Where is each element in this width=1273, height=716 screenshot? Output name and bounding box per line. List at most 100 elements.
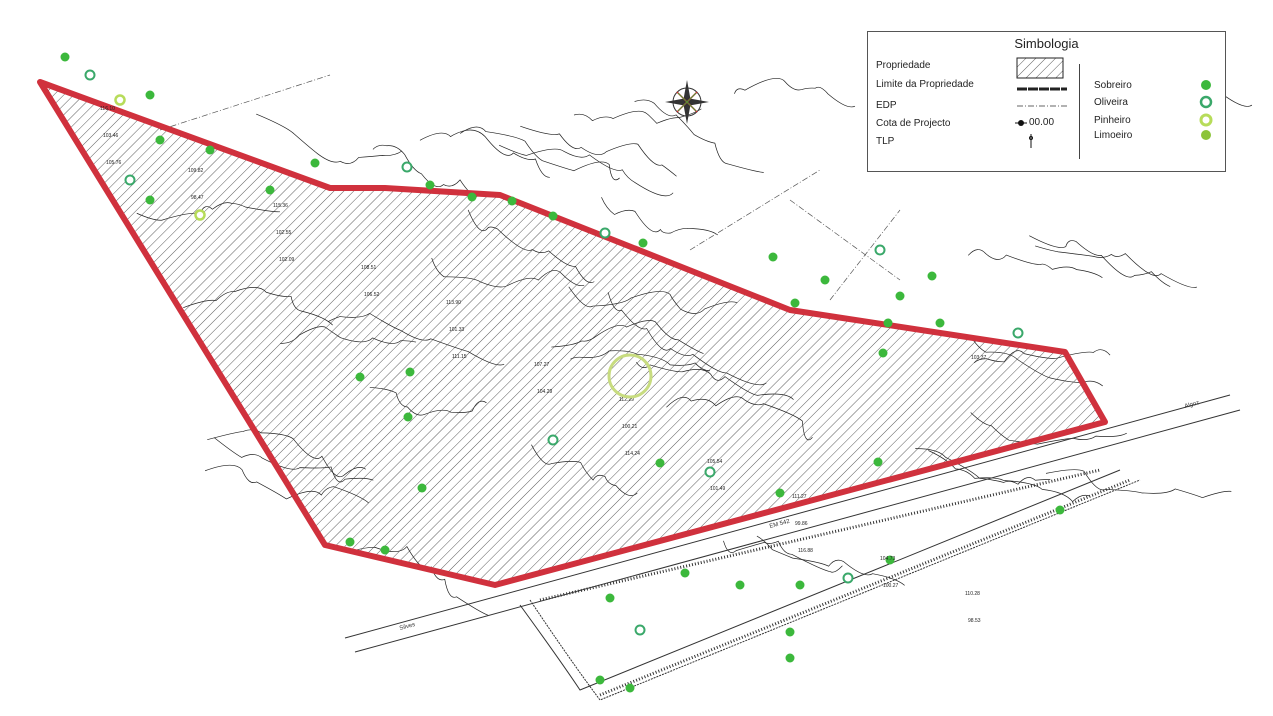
contour-line (734, 77, 856, 108)
tree-icon (638, 238, 648, 248)
north-arrow-icon (665, 80, 709, 124)
tree-icon (655, 458, 665, 468)
tree-icon (883, 318, 893, 328)
tree-icon (878, 348, 888, 358)
legend-cota: Cota de Projecto (876, 118, 951, 129)
tree-icon (84, 69, 96, 81)
elevation-label: 111.15 (452, 354, 467, 360)
elevation-label: 103.46 (103, 133, 119, 139)
legend-limite: Limite da Propriedade (876, 79, 974, 90)
legend-limoeiro: Limoeiro (1094, 130, 1133, 141)
tree-icon (401, 161, 413, 173)
tlp-pole-icon (1029, 134, 1033, 148)
elevation-label: 111.27 (792, 494, 807, 500)
contour-line (968, 249, 1103, 279)
tree-icon (704, 466, 716, 478)
elevation-label: 100.27 (883, 583, 899, 589)
elevation-label: 110.28 (965, 591, 980, 597)
elevation-label: 98.53 (968, 618, 981, 624)
contour-line (1045, 469, 1232, 499)
tree-icon (768, 252, 778, 262)
elevation-label: 104.29 (537, 389, 553, 395)
tree-icon (417, 483, 427, 493)
elevation-label: 108.51 (361, 265, 377, 271)
legend-propriedade: Propriedade (876, 60, 931, 71)
elevation-label: 103.37 (971, 355, 987, 361)
legend-cota-value: 00.00 (1029, 117, 1055, 128)
tree-icon (1012, 327, 1024, 339)
legend-edp: EDP (876, 100, 897, 111)
elevation-label: 115.36 (273, 203, 288, 209)
elevation-label: 116.88 (798, 548, 813, 554)
tree-icon (60, 52, 70, 62)
tree-icon (680, 568, 690, 578)
contour-line (573, 108, 702, 124)
tree-icon (785, 627, 795, 637)
tree-icon (634, 624, 646, 636)
tree-icon (355, 372, 365, 382)
elevation-label: 116.10 (100, 106, 115, 112)
elevation-label: 100.21 (622, 424, 638, 430)
contour-line (756, 535, 905, 586)
elevation-label: 106.52 (364, 292, 380, 298)
elevation-marker-icon (1015, 120, 1027, 126)
contour-line (459, 126, 620, 181)
tree-icon (735, 580, 745, 590)
tree-icon (507, 196, 517, 206)
road-code-label: EM 542 (769, 519, 791, 530)
tree-icon (194, 209, 206, 221)
tree-icon (145, 195, 155, 205)
tree-icon (467, 192, 477, 202)
tree-icon (547, 434, 559, 446)
legend-pinheiro: Pinheiro (1094, 115, 1131, 126)
legend-tlp: TLP (876, 136, 895, 147)
contour-line (601, 197, 719, 236)
pinheiro-tree-large (607, 353, 653, 399)
trees (60, 52, 1065, 693)
legend-tree-symbols (1199, 80, 1213, 140)
tree-icon (625, 683, 635, 693)
contour-line (723, 540, 843, 573)
tree-icon (205, 145, 215, 155)
tree-icon (795, 580, 805, 590)
oliveira-icon (1199, 95, 1213, 109)
tree-icon (605, 593, 615, 603)
tree-icon (874, 244, 886, 256)
legend-oliveira: Oliveira (1094, 97, 1128, 108)
elevation-label: 105.76 (106, 160, 122, 166)
elevation-label: 101.49 (710, 486, 726, 492)
tree-icon (155, 135, 165, 145)
pinheiro-icon (1199, 113, 1213, 127)
tree-icon (1055, 505, 1065, 515)
elevation-label: 112.29 (619, 397, 634, 403)
tree-icon (145, 90, 155, 100)
elevation-label: 101.33 (449, 327, 465, 333)
contour-line (256, 113, 403, 164)
tree-icon (405, 367, 415, 377)
tree-icon (124, 174, 136, 186)
elevation-label: 107.27 (534, 362, 550, 368)
tree-icon (785, 653, 795, 663)
elevation-label: 113.90 (446, 300, 461, 306)
sobreiro-icon (1201, 80, 1211, 90)
elevation-label: 99.86 (795, 521, 808, 527)
tree-icon (403, 412, 413, 422)
contour-line (520, 125, 677, 177)
edp-lines (159, 74, 901, 301)
tree-icon (885, 555, 895, 565)
elevation-label: 98.47 (191, 195, 204, 201)
hatch-symbol (1016, 57, 1064, 79)
elevation-label: 105.54 (707, 459, 723, 465)
tree-icon (599, 227, 611, 239)
contour-line (928, 450, 1091, 503)
limoeiro-icon (1201, 130, 1211, 140)
tree-icon (265, 185, 275, 195)
contour-line (372, 144, 473, 196)
tree-icon (380, 545, 390, 555)
tree-icon (820, 275, 830, 285)
contour-line (498, 144, 674, 197)
tree-icon (927, 271, 937, 281)
road-direction-west: Silves (399, 622, 416, 632)
contour-line (419, 129, 550, 178)
